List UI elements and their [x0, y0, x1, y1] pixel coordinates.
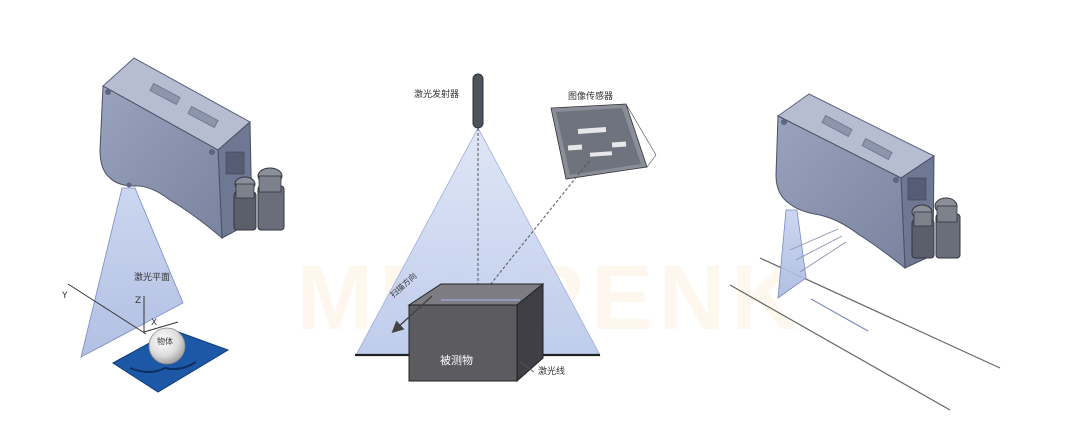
right-rail-diagram	[729, 93, 1001, 411]
axis-z-label: Z	[135, 296, 142, 306]
right-sensor-housing	[775, 93, 935, 270]
left-sensor-diagram	[67, 57, 285, 393]
left-coordinate-axes	[67, 283, 179, 335]
image-sensor-panel	[550, 103, 657, 180]
sphere-object	[148, 327, 186, 365]
right-reflection-lines	[789, 228, 847, 273]
image-sensor-label: 图像传感器	[568, 92, 614, 102]
right-scan-line	[810, 298, 869, 332]
axis-x-label: X	[151, 318, 158, 328]
laser-emitter	[472, 73, 484, 129]
laser-line-label: 激光线	[538, 367, 566, 377]
right-connectors	[911, 197, 961, 259]
axis-y-label: Y	[62, 291, 68, 301]
scan-direction-arrow	[391, 295, 433, 334]
center-principle-diagram	[355, 73, 657, 383]
laser-line-leader	[519, 361, 535, 373]
laser-emitter-label: 激光发射器	[414, 90, 460, 100]
laser-plane-label: 激光平面	[134, 273, 171, 283]
right-laser-plane	[777, 209, 807, 299]
object-label: 物体	[157, 337, 173, 346]
left-connectors	[233, 167, 285, 231]
rail-line-bottom	[729, 284, 951, 411]
plate-shadow	[129, 361, 197, 373]
measured-object-label: 被测物	[440, 354, 473, 367]
